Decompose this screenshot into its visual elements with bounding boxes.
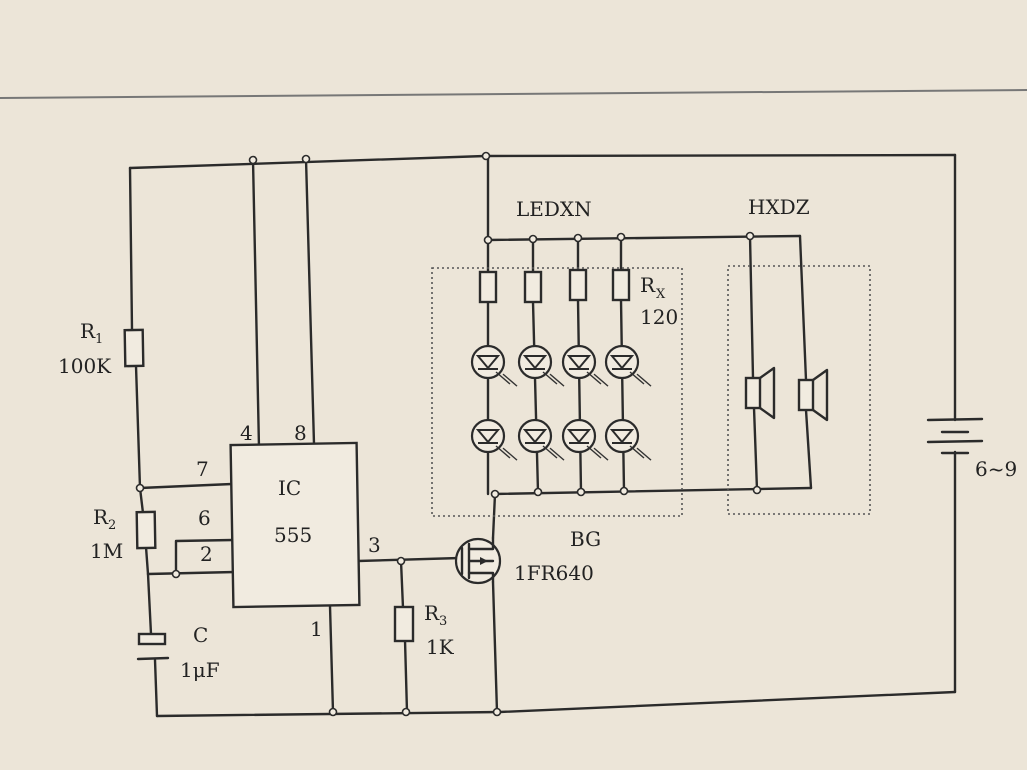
speaker-group-box: [727, 265, 871, 515]
mosfet-name: BG: [570, 527, 601, 551]
c-label: C: [193, 623, 208, 647]
ic-name: IC: [278, 476, 301, 500]
speaker-1: [744, 366, 776, 420]
led-group-label: LEDXN: [516, 197, 592, 221]
rx-label: R: [640, 273, 656, 297]
r1-label: R: [80, 319, 96, 343]
r3-label: R: [424, 601, 440, 625]
led: [517, 344, 565, 387]
rx-subscript: X: [656, 287, 666, 302]
pin-7-label: 7: [196, 457, 209, 481]
resistor-r1: [123, 328, 145, 368]
r3-subscript: 3: [439, 614, 447, 629]
resistor-r3: [393, 605, 415, 643]
speaker-group-label: HXDZ: [748, 195, 810, 219]
ic-type: 555: [274, 523, 312, 547]
led: [470, 344, 518, 387]
led-resistors: [478, 268, 631, 304]
r2-subscript: 2: [108, 518, 116, 533]
capacitor-c: [136, 632, 170, 661]
led: [470, 418, 518, 461]
led: [604, 344, 652, 387]
r2-label: R: [93, 505, 109, 529]
pin-8-label: 8: [294, 421, 307, 445]
page-edge: [0, 89, 1027, 99]
r2-value: 1M: [90, 539, 123, 563]
labels: R 1 100K R 2 1M C 1μF IC 555 4 8 7 6 2 3…: [58, 195, 1017, 682]
led: [517, 418, 565, 461]
resistor-r2: [135, 510, 157, 550]
led: [604, 418, 652, 461]
pin-2-label: 2: [200, 542, 213, 566]
speaker-2: [797, 368, 829, 422]
r1-subscript: 1: [95, 332, 103, 347]
r1-value: 100K: [58, 354, 112, 378]
battery-voltage: 6~9: [975, 457, 1017, 481]
led-group-box: [431, 267, 683, 517]
led-array: [470, 344, 652, 461]
led: [561, 418, 609, 461]
pin-4-label: 4: [240, 421, 253, 445]
junctions: [135, 151, 762, 717]
mosfet-type: 1FR640: [514, 561, 594, 585]
r3-value: 1K: [426, 635, 455, 659]
led: [561, 344, 609, 387]
battery: [926, 417, 984, 455]
ic-555-chip: [229, 441, 361, 609]
pin-6-label: 6: [198, 506, 211, 530]
mosfet-bg: [454, 536, 502, 585]
pin-3-label: 3: [368, 533, 381, 557]
pin-1-label: 1: [310, 617, 323, 641]
rx-value: 120: [640, 305, 678, 329]
c-value: 1μF: [180, 658, 220, 682]
